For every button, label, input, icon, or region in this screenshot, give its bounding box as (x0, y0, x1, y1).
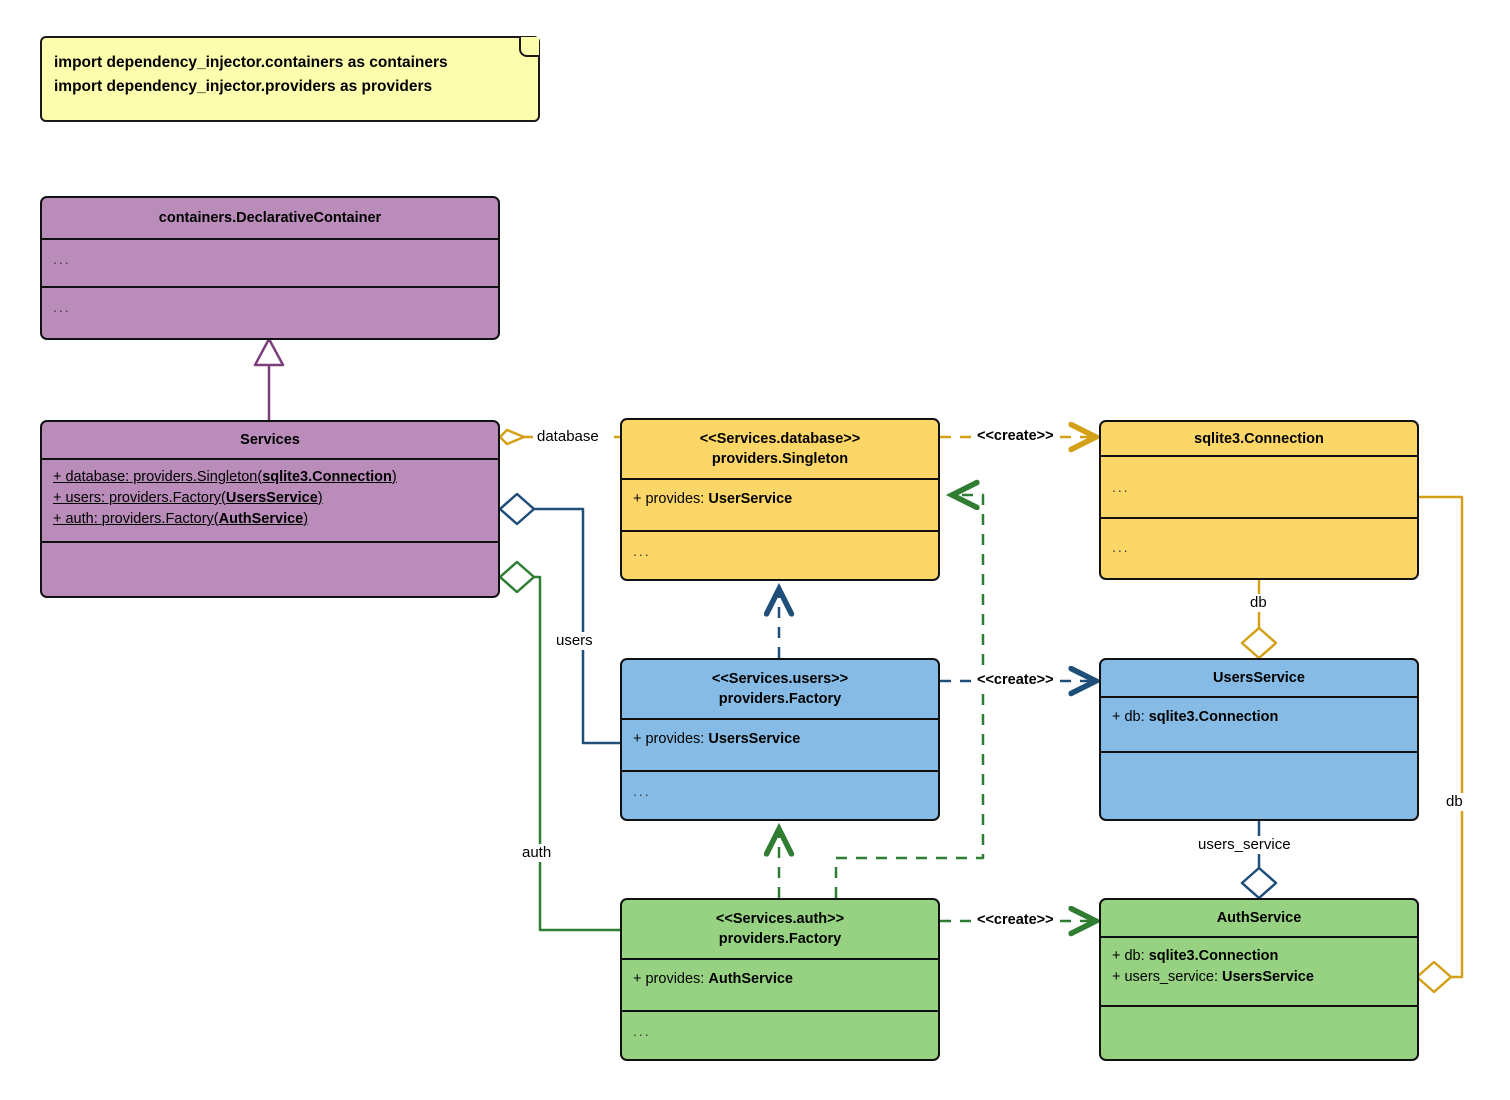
class-title-declarative-container: containers.DeclarativeContainer (42, 198, 498, 240)
class-services[interactable]: Services + database: providers.Singleton… (40, 420, 500, 598)
note-line-1: import dependency_injector.containers as… (54, 54, 448, 71)
attribute-provides-auth: + provides: AuthService (633, 971, 793, 987)
edge-aggregation-users (498, 492, 620, 745)
edge-label-database: database (535, 428, 601, 446)
attribute-provides-users: + provides: UsersService (633, 731, 801, 747)
attribute-auth: + auth: providers.Factory(AuthService) (53, 511, 309, 527)
method-ellipsis: ... (633, 783, 651, 799)
class-sqlite3-connection[interactable]: sqlite3.Connection ... ... (1099, 420, 1419, 580)
class-title-services: Services (42, 422, 498, 460)
edge-aggregation-db-authservice (1415, 495, 1464, 994)
class-methods-provider-users: ... (622, 772, 938, 819)
attribute-ellipsis: ... (53, 251, 71, 267)
class-provider-database[interactable]: <<Services.database>> providers.Singleto… (620, 418, 940, 581)
class-methods-services (42, 543, 498, 595)
class-title-provider-database: <<Services.database>> providers.Singleto… (622, 420, 938, 480)
attribute-users: + users: providers.Factory(UsersService) (53, 490, 323, 506)
note-imports: import dependency_injector.containers as… (40, 36, 540, 122)
class-declarative-container[interactable]: containers.DeclarativeContainer ... ... (40, 196, 500, 340)
name-provider-database: providers.Singleton (711, 451, 849, 467)
edge-label-users-service: users_service (1196, 836, 1293, 854)
class-auth-service[interactable]: AuthService + db: sqlite3.Connection + u… (1099, 898, 1419, 1061)
class-provider-users[interactable]: <<Services.users>> providers.Factory + p… (620, 658, 940, 821)
class-title-auth-service: AuthService (1101, 900, 1417, 938)
edge-label-users: users (554, 632, 595, 650)
attribute-db: + db: sqlite3.Connection (1112, 709, 1279, 725)
class-title-provider-auth: <<Services.auth>> providers.Factory (622, 900, 938, 960)
stereotype-provider-database: <<Services.database>> (699, 431, 861, 447)
edge-label-create-users: <<create>> (976, 672, 1055, 689)
class-attributes-services: + database: providers.Singleton(sqlite3.… (42, 460, 498, 543)
edge-generalization-services (253, 337, 285, 420)
method-ellipsis: ... (633, 1023, 651, 1039)
class-attributes-users-service: + db: sqlite3.Connection (1101, 698, 1417, 753)
class-attributes-provider-auth: + provides: AuthService (622, 960, 938, 1012)
edge-label-db-auth-service: db (1444, 793, 1465, 811)
edge-label-create-auth: <<create>> (976, 912, 1055, 929)
class-methods-declarative-container: ... (42, 288, 498, 336)
class-methods-auth-service (1101, 1007, 1417, 1058)
method-ellipsis: ... (1112, 539, 1130, 555)
class-attributes-provider-database: + provides: UserService (622, 480, 938, 532)
stereotype-provider-auth: <<Services.auth>> (715, 911, 845, 927)
edge-label-auth: auth (520, 844, 554, 862)
note-line-2: import dependency_injector.providers as … (54, 78, 433, 95)
class-methods-provider-auth: ... (622, 1012, 938, 1059)
class-attributes-declarative-container: ... (42, 240, 498, 288)
note-text: import dependency_injector.containers as… (54, 51, 524, 99)
attribute-ellipsis: ... (1112, 479, 1130, 495)
edge-aggregation-db-usersservice (1240, 580, 1278, 660)
class-users-service[interactable]: UsersService + db: sqlite3.Connection (1099, 658, 1419, 821)
name-provider-auth: providers.Factory (718, 931, 842, 947)
class-methods-provider-database: ... (622, 532, 938, 579)
edge-aggregation-auth (498, 560, 620, 932)
class-methods-sqlite3-connection: ... (1101, 519, 1417, 577)
class-title-provider-users: <<Services.users>> providers.Factory (622, 660, 938, 720)
stereotype-provider-users: <<Services.users>> (711, 671, 849, 687)
method-ellipsis: ... (53, 299, 71, 315)
note-fold-corner (519, 37, 539, 57)
class-provider-auth[interactable]: <<Services.auth>> providers.Factory + pr… (620, 898, 940, 1061)
class-attributes-auth-service: + db: sqlite3.Connection + users_service… (1101, 938, 1417, 1007)
class-attributes-sqlite3-connection: ... (1101, 457, 1417, 519)
attribute-db: + db: sqlite3.Connection (1112, 948, 1279, 964)
attribute-users-service: + users_service: UsersService (1112, 969, 1314, 985)
class-title-users-service: UsersService (1101, 660, 1417, 698)
class-methods-users-service (1101, 753, 1417, 818)
class-title-sqlite3-connection: sqlite3.Connection (1101, 422, 1417, 457)
class-attributes-provider-users: + provides: UsersService (622, 720, 938, 772)
attribute-provides-database: + provides: UserService (633, 491, 793, 507)
method-ellipsis: ... (633, 543, 651, 559)
name-provider-users: providers.Factory (718, 691, 842, 707)
edge-label-db-users-service: db (1248, 594, 1269, 612)
attribute-database: + database: providers.Singleton(sqlite3.… (53, 469, 397, 485)
edge-aggregation-usersservice-authservice (1240, 821, 1278, 900)
edge-label-create-database: <<create>> (976, 428, 1055, 445)
